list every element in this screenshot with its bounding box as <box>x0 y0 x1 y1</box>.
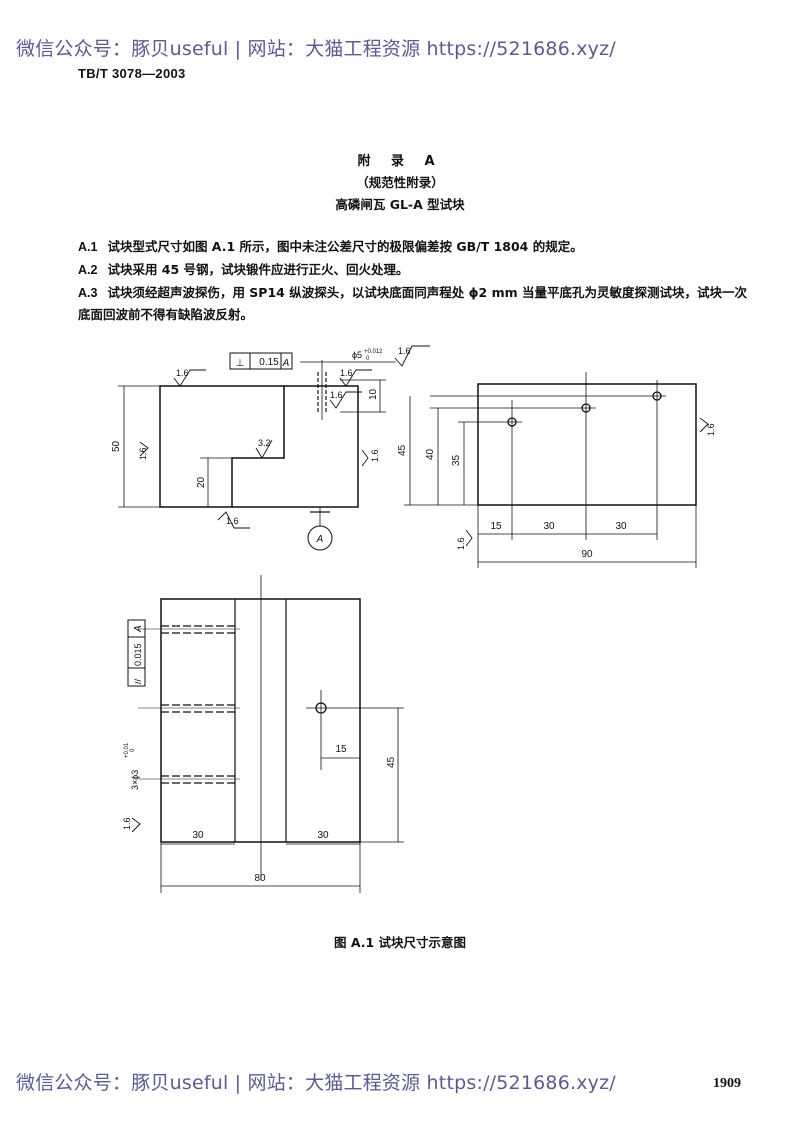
roughness-value: 1.6 <box>176 368 189 378</box>
datum-label: A <box>316 534 324 545</box>
standard-code: TB/T 3078—2003 <box>78 66 186 81</box>
side-view <box>404 372 709 568</box>
roughness-value: 1.6 <box>138 447 148 460</box>
dim-height-50: 50 <box>111 440 122 452</box>
clause-text: 试块采用 45 号钢，试块锻件应进行正火、回火处理。 <box>107 262 409 277</box>
front-tol-datum: A <box>282 358 290 369</box>
clause-a1: A.1 试块型式尺寸如图 A.1 所示，图中未注公差尺寸的极限偏差按 GB/T 1… <box>78 236 758 258</box>
clause-number: A.3 <box>78 286 98 300</box>
hole-tol-lower: 0 <box>366 356 370 362</box>
clause-text: 试块须经超声波探伤，用 SP14 纵波探头，以试块底面同声程处 ϕ2 mm 当量… <box>78 285 747 322</box>
dim-40: 40 <box>425 448 436 460</box>
appendix-name: 高磷闸瓦 GL-A 型试块 <box>335 197 465 212</box>
top-tol-value: 0.015 <box>133 643 143 666</box>
figure-caption: 图 A.1 试块尺寸示意图 <box>333 935 467 950</box>
technical-drawing: 0.15 ⊥ A ϕ5 +0.012 0 1.6 1.6 1.6 1.6 1.6… <box>111 345 716 893</box>
clause-number: A.1 <box>78 240 98 254</box>
holes-label: 3×ϕ3 <box>130 770 140 790</box>
watermark-top: 微信公众号：豚贝useful | 网站：大猫工程资源 https://52168… <box>16 38 616 60</box>
roughness-value: 1.6 <box>370 449 380 462</box>
roughness-value: 1.6 <box>226 516 239 526</box>
dim-step-20: 20 <box>196 476 207 488</box>
clause-a2: A.2 试块采用 45 号钢，试块锻件应进行正火、回火处理。 <box>78 259 758 281</box>
appendix-title: 附 录 A <box>357 154 443 169</box>
roughness-value: 1.6 <box>122 817 132 830</box>
appendix-subtitle: （规范性附录） <box>356 175 444 190</box>
dim-80: 80 <box>254 873 266 884</box>
parallelism-frame <box>127 619 146 687</box>
front-tol-value: 0.15 <box>259 357 279 368</box>
roughness-value: 1.6 <box>330 390 343 400</box>
top-view <box>127 575 404 893</box>
dim-30: 30 <box>192 830 204 841</box>
roughness-value: 1.6 <box>706 423 716 436</box>
dim-45: 45 <box>386 756 397 768</box>
top-tol-symbol: // <box>133 678 143 684</box>
front-tol-symbol: ⊥ <box>236 358 245 369</box>
dim-30: 30 <box>543 521 555 532</box>
hole-diameter: ϕ5 <box>352 350 362 360</box>
dim-45: 45 <box>397 444 408 456</box>
clause-number: A.2 <box>78 263 98 277</box>
dim-15: 15 <box>490 521 502 532</box>
dim-hole-depth-10: 10 <box>368 388 379 400</box>
dim-30: 30 <box>317 830 329 841</box>
dim-15: 15 <box>335 744 347 755</box>
roughness-value: 1.6 <box>398 346 411 356</box>
front-view <box>118 345 430 551</box>
holes-tol-lower: 0 <box>130 748 136 752</box>
page-number: 1909 <box>713 1076 741 1091</box>
roughness-value: 1.6 <box>340 368 353 378</box>
clause-text: 试块型式尺寸如图 A.1 所示，图中未注公差尺寸的极限偏差按 GB/T 1804… <box>107 239 583 254</box>
top-tol-datum: A <box>133 625 144 633</box>
dim-30: 30 <box>615 521 627 532</box>
roughness-value: 3.2 <box>258 438 271 448</box>
watermark-bottom: 微信公众号：豚贝useful | 网站：大猫工程资源 https://52168… <box>16 1072 616 1094</box>
hole-tol-upper: +0.012 <box>364 349 383 355</box>
holes-tol-upper: +0.01 <box>124 742 130 758</box>
dim-90: 90 <box>581 549 593 560</box>
perpendicularity-frame <box>229 352 293 370</box>
dim-35: 35 <box>451 454 462 466</box>
roughness-value: 1.6 <box>456 537 466 550</box>
